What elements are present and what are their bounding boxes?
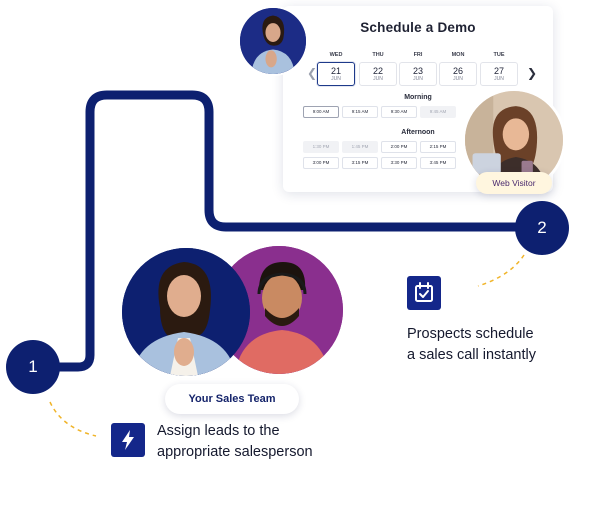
morning-label: Morning	[404, 94, 432, 101]
date-month: JUN	[494, 76, 504, 82]
chevron-right-icon[interactable]: ❯	[527, 66, 538, 80]
time-slot[interactable]: 9:15 AM	[342, 106, 378, 118]
date-weekday: FRI	[413, 52, 423, 58]
step-1-text-line: Assign leads to the	[157, 423, 280, 439]
step-1-text-line: appropriate salesperson	[157, 444, 313, 460]
time-slot[interactable]: 3:45 PM	[420, 157, 456, 169]
date-number: 27	[493, 66, 504, 76]
date-option-wed[interactable]: WED 21 JUN	[317, 52, 355, 86]
time-slot[interactable]: 2:00 PM	[381, 141, 417, 153]
time-slot[interactable]: 9:30 AM	[381, 106, 417, 118]
calendar-check-icon	[407, 276, 441, 310]
date-month: JUN	[413, 76, 423, 82]
step-2-text-line: a sales call instantly	[407, 347, 536, 363]
date-option-thu[interactable]: THU 22 JUN	[359, 52, 397, 86]
step-2-badge: 2	[515, 201, 569, 255]
chevron-left-icon[interactable]: ❮	[307, 66, 318, 80]
time-slot-unavailable: 1:45 PM	[342, 141, 378, 153]
dashed-connector-2	[477, 254, 525, 287]
dashed-connector-1	[49, 401, 97, 437]
date-option-mon[interactable]: MON 26 JUN	[439, 52, 477, 86]
date-month: JUN	[331, 76, 341, 82]
date-month: JUN	[373, 76, 383, 82]
date-month: JUN	[453, 76, 463, 82]
web-visitor-label: Web Visitor	[476, 172, 552, 194]
step-1-description: Assign leads to the appropriate salesper…	[157, 421, 367, 463]
date-weekday: MON	[451, 52, 465, 58]
step-1-badge: 1	[6, 340, 60, 394]
date-number: 21	[330, 66, 341, 76]
date-option-tue[interactable]: TUE 27 JUN	[480, 52, 518, 86]
date-number: 22	[372, 66, 383, 76]
date-weekday: TUE	[493, 52, 505, 58]
schedule-title: Schedule a Demo	[360, 20, 476, 35]
lightning-bolt-icon	[111, 423, 145, 457]
afternoon-label: Afternoon	[401, 129, 435, 136]
salesperson-avatar-small	[238, 6, 308, 76]
step-2-description: Prospects schedule a sales call instantl…	[407, 324, 587, 366]
time-slot[interactable]: 2:15 PM	[420, 141, 456, 153]
time-slot-unavailable: 9:45 AM	[420, 106, 456, 118]
date-weekday: WED	[329, 52, 343, 58]
time-slot[interactable]: 3:30 PM	[381, 157, 417, 169]
date-option-fri[interactable]: FRI 23 JUN	[399, 52, 437, 86]
sales-team-avatar-man	[215, 246, 343, 374]
time-slot[interactable]: 9:00 AM	[303, 106, 339, 118]
time-slot[interactable]: 3:15 PM	[342, 157, 378, 169]
date-number: 23	[412, 66, 423, 76]
date-weekday: THU	[372, 52, 384, 58]
step-2-text-line: Prospects schedule	[407, 326, 534, 342]
sales-team-avatar-woman	[122, 248, 250, 376]
time-slot-unavailable: 1:30 PM	[303, 141, 339, 153]
sales-team-label: Your Sales Team	[165, 384, 299, 414]
date-number: 26	[452, 66, 463, 76]
time-slot[interactable]: 3:00 PM	[303, 157, 339, 169]
